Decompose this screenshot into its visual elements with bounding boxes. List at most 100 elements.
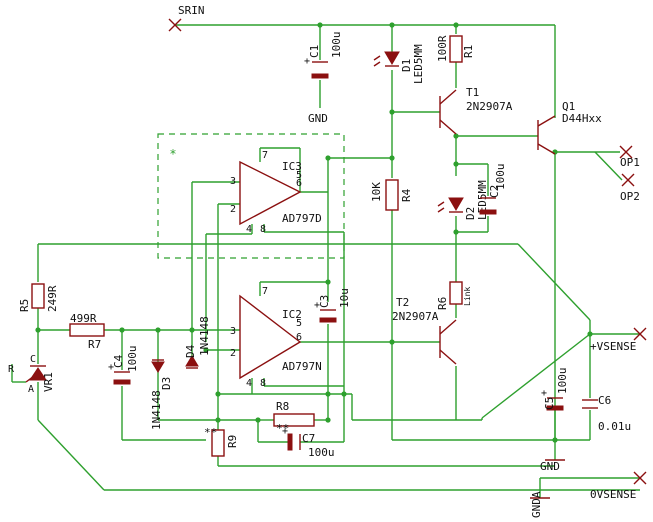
diode-d4: D4 1N4148 [184,316,211,369]
svg-text:4: 4 [246,224,252,235]
d2-label: D2 [464,207,477,220]
svg-text:2: 2 [230,204,236,215]
svg-text:+VSENSE: +VSENSE [590,340,636,353]
svg-text:2: 2 [230,348,236,359]
c7-label: C7 [302,432,315,445]
svg-text:7: 7 [262,286,268,297]
svg-text:R: R [8,364,15,375]
resistor-r8: R8 [273,400,315,427]
svg-text:OP2: OP2 [620,190,640,203]
resistor-r7: 499R R7 [69,312,105,351]
c7-mark: ** [276,422,289,435]
c2-label: C2 [488,185,501,198]
transistor-q1: Q1 D44Hxx [537,100,602,155]
svg-text:+: + [314,300,320,311]
t1-label: T1 [466,86,479,99]
capacitor-c7: + ** C7 100u [276,422,335,459]
reference-vr1: C A R VR1 [8,354,55,395]
gnd-label-c1: GND [308,112,328,125]
t2-label: T2 [396,296,409,309]
port-op1: OP1 [619,145,640,169]
resistor-r9: R9 ** [204,426,239,457]
svg-text:SRIN: SRIN [178,4,205,17]
r9-label: R9 [226,435,239,448]
capacitor-c3: + C3 10u [314,288,351,323]
r6-value: Link [463,287,472,306]
c7-value: 100u [308,446,335,459]
c5-value: 100u [556,368,569,395]
resistor-r5: R5 249R [18,283,59,312]
svg-text:4: 4 [246,378,252,389]
svg-text:+: + [304,56,310,67]
opamp-ic2: IC2 AD797N 3 2 6 7 5 4 8 [230,286,322,389]
d3-label: D3 [160,377,173,390]
svg-text:3: 3 [230,176,236,187]
svg-text:5: 5 [296,318,302,329]
ic3-label: IC3 [282,160,302,173]
svg-text:0VSENSE: 0VSENSE [590,488,636,501]
d1-label: D1 [400,59,413,72]
opamp-ic3: IC3 AD797D 3 2 6 7 5 4 8 [230,150,322,235]
d4-value: 1N4148 [198,316,211,356]
optional-section-box [157,133,345,259]
q1-value: D44Hxx [562,112,602,125]
r8-label: R8 [276,400,289,413]
r7-label: R7 [88,338,101,351]
svg-text:+: + [282,426,288,437]
r5-value: 249R [46,285,59,312]
svg-text:5: 5 [296,170,302,181]
svg-text:3: 3 [230,326,236,337]
resistor-r1: R1 100R [436,35,475,63]
c2-value: 100u [494,164,507,191]
svg-text:7: 7 [262,150,268,161]
resistor-r4: R4 10K [370,179,413,211]
d4-label: D4 [184,344,197,358]
gnda-symbol: GNDA [530,491,550,518]
gnd-label: GND [540,460,560,473]
capacitor-c4: + C4 100u [108,346,139,385]
t1-value: 2N2907A [466,100,513,113]
c4-label: C4 [112,354,125,368]
svg-text:+: + [108,362,114,373]
svg-text:8: 8 [260,378,266,389]
ic3-value: AD797D [282,212,322,225]
svg-text:6: 6 [296,332,302,343]
r1-label: R1 [462,45,475,58]
svg-text:C: C [30,354,36,365]
port-srin: SRIN [168,4,205,32]
r6-label: R6 [436,297,449,310]
svg-text:A: A [28,384,34,395]
transistor-t2: T2 2N2907A [392,296,457,365]
wires [11,24,640,498]
port-vsense-zero: 0VSENSE [590,471,647,501]
port-vsense-pos: +VSENSE [590,327,647,353]
d1-value: LED5MM [412,44,425,84]
svg-text:OP1: OP1 [620,156,640,169]
c3-value: 10u [338,288,351,308]
d3-value: 1N4148 [150,390,163,430]
q1-label: Q1 [562,100,575,113]
r7-value: 499R [70,312,97,325]
c1-value: 100u [330,32,343,59]
ic2-value: AD797N [282,360,322,373]
r9-mark: ** [204,426,217,439]
led-d1: D1 LED5MM [373,44,425,84]
capacitor-c5: + C5 100u [541,368,569,411]
junctions [35,22,593,443]
c6-value: 0.01u [598,420,631,433]
svg-text:+: + [541,388,547,399]
svg-text:8: 8 [260,224,266,235]
r5-label: R5 [18,299,31,312]
capacitor-c1: + C1 100u [304,32,343,79]
gnda-label: GNDA [530,491,543,518]
r4-label: R4 [400,188,413,202]
vr1-label: VR1 [42,372,55,392]
resistor-r6-link: R6 Link [436,281,472,310]
svg-text:6: 6 [296,178,302,189]
ic2-label: IC2 [282,308,302,321]
gnd-symbol: GND [540,459,565,473]
option-star-marker: * [170,147,176,161]
capacitor-c6: C6 0.01u [582,394,631,433]
c4-value: 100u [126,346,139,373]
r1-value: 100R [436,35,449,62]
